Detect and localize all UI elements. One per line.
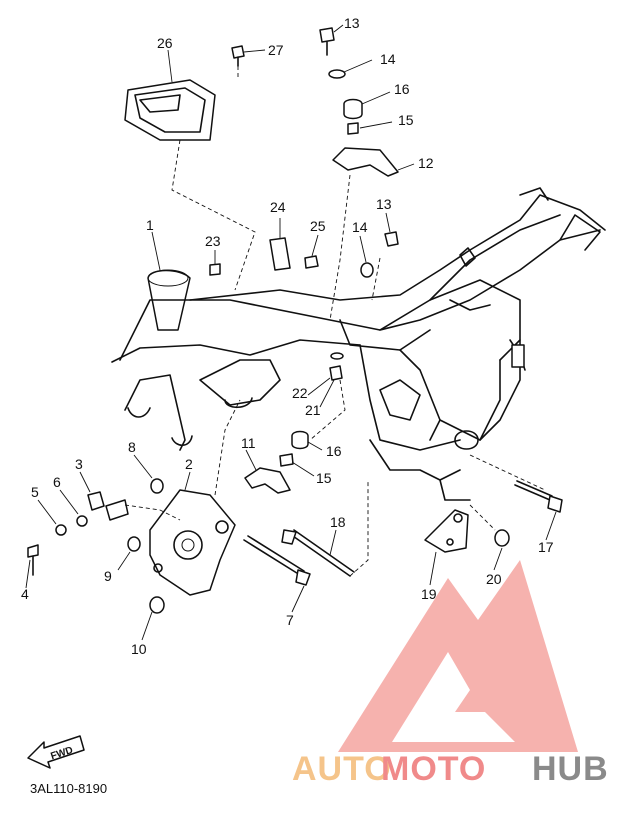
label-part-26: 26 <box>157 35 173 51</box>
watermark-hub: HUB <box>532 750 609 788</box>
watermark-logo <box>338 560 578 752</box>
label-part-11: 11 <box>241 435 256 451</box>
label-part-16-mid: 16 <box>326 443 342 459</box>
label-part-13-top: 13 <box>344 15 360 31</box>
label-part-14-mid: 14 <box>352 219 368 235</box>
watermark-auto: AUTO <box>292 750 392 788</box>
lower-right-parts <box>424 509 510 553</box>
main-frame <box>111 187 606 501</box>
bolts <box>243 480 563 586</box>
small-fasteners <box>27 478 165 614</box>
label-part-14-top: 14 <box>380 51 396 67</box>
label-part-27: 27 <box>268 42 284 58</box>
label-part-16-top: 16 <box>394 81 410 97</box>
top-right-parts <box>231 27 399 278</box>
dashed-leaders <box>124 66 546 577</box>
forward-arrow: FWD <box>27 735 85 769</box>
label-part-9: 9 <box>104 568 112 584</box>
label-part-20: 20 <box>486 571 502 587</box>
label-part-22: 22 <box>292 385 308 401</box>
label-part-4: 4 <box>21 586 29 602</box>
label-part-17: 17 <box>538 539 554 555</box>
label-part-3: 3 <box>75 456 83 472</box>
label-leaders <box>25 24 557 641</box>
drawing-code: 3AL110-8190 <box>30 781 107 796</box>
label-part-15-top: 15 <box>398 112 414 128</box>
label-part-1: 1 <box>146 217 154 233</box>
label-part-18: 18 <box>330 514 346 530</box>
bracket-2 <box>149 489 236 596</box>
label-part-19: 19 <box>421 586 437 602</box>
label-part-24: 24 <box>270 199 286 215</box>
center-parts <box>244 352 344 494</box>
label-part-15-mid: 15 <box>316 470 332 486</box>
label-part-12: 12 <box>418 155 434 171</box>
label-part-10: 10 <box>131 641 147 657</box>
part-labels: 26 27 13 14 16 15 12 13 14 24 25 23 1 22… <box>21 15 554 657</box>
upper-middle-parts <box>209 237 319 276</box>
label-part-21: 21 <box>305 402 321 418</box>
label-part-5: 5 <box>31 484 39 500</box>
label-part-13-mid: 13 <box>376 196 392 212</box>
label-part-25: 25 <box>310 218 326 234</box>
label-part-7: 7 <box>286 612 294 628</box>
watermark-moto: MOTO <box>381 750 486 788</box>
label-part-6: 6 <box>53 474 61 490</box>
cover-26 <box>124 79 216 141</box>
label-part-23: 23 <box>205 233 221 249</box>
label-part-2: 2 <box>185 456 193 472</box>
label-part-8: 8 <box>128 439 136 455</box>
